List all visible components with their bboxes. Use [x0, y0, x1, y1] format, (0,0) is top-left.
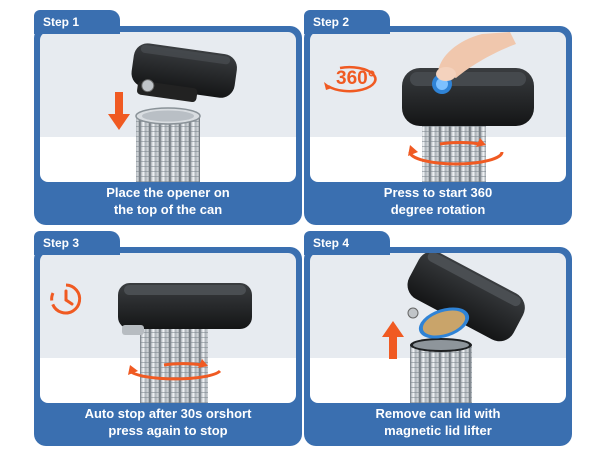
step-3-label: Step 3 — [43, 236, 80, 250]
lid-image — [407, 307, 470, 339]
step-1-illustration — [40, 32, 296, 182]
step-3-panel: Auto stop after 30s orshort press again … — [34, 231, 302, 446]
caption-line-2: degree rotation — [390, 202, 486, 217]
can-opener-image — [407, 253, 525, 342]
step-2-panel: 360° Press to start 360 degree rotation … — [304, 10, 572, 225]
can-image — [422, 120, 486, 182]
rotation-360-icon: 360° — [322, 60, 386, 96]
step-4-tab: Step 4 — [304, 231, 390, 255]
step-4-panel: Remove can lid with magnetic lid lifter … — [304, 231, 572, 446]
step-3-tab: Step 3 — [34, 231, 120, 255]
step-2-frame: 360° Press to start 360 degree rotation — [304, 26, 572, 225]
can-image — [135, 107, 201, 182]
caption-line-1: Place the opener on — [106, 185, 230, 200]
caption-line-2: magnetic lid lifter — [384, 423, 492, 438]
step-4-frame: Remove can lid with magnetic lid lifter — [304, 247, 572, 446]
step-2-illustration: 360° — [310, 32, 566, 182]
caption-line-1: Auto stop after 30s orshort — [84, 406, 252, 421]
caption-line-1: Press to start 360 — [383, 185, 493, 200]
step-1-frame: Place the opener on the top of the can — [34, 26, 302, 225]
can-opener-image — [131, 43, 237, 102]
step-2-caption: Press to start 360 degree rotation — [304, 184, 572, 218]
caption-line-2: press again to stop — [108, 423, 228, 438]
step-1-panel: Place the opener on the top of the can S… — [34, 10, 302, 225]
caption-line-2: the top of the can — [113, 202, 223, 217]
step-1-caption: Place the opener on the top of the can — [34, 184, 302, 218]
rotation-badge: 360° — [336, 68, 376, 89]
caption-line-1: Remove can lid with — [375, 406, 501, 421]
up-arrow-icon — [382, 321, 404, 359]
step-1-label: Step 1 — [43, 15, 80, 29]
step-2-tab: Step 2 — [304, 10, 390, 34]
step-3-caption: Auto stop after 30s orshort press again … — [34, 405, 302, 439]
finger-image — [436, 32, 516, 81]
can-opener-image — [118, 283, 252, 335]
step-4-illustration — [310, 253, 566, 403]
step-4-caption: Remove can lid with magnetic lid lifter — [304, 405, 572, 439]
step-4-label: Step 4 — [313, 236, 350, 250]
timer-icon — [50, 283, 82, 315]
step-2-label: Step 2 — [313, 15, 350, 29]
can-image — [410, 338, 472, 403]
step-3-frame: Auto stop after 30s orshort press again … — [34, 247, 302, 446]
down-arrow-icon — [108, 92, 130, 130]
step-3-illustration — [40, 253, 296, 403]
step-1-tab: Step 1 — [34, 10, 120, 34]
can-opener-image — [402, 68, 534, 126]
